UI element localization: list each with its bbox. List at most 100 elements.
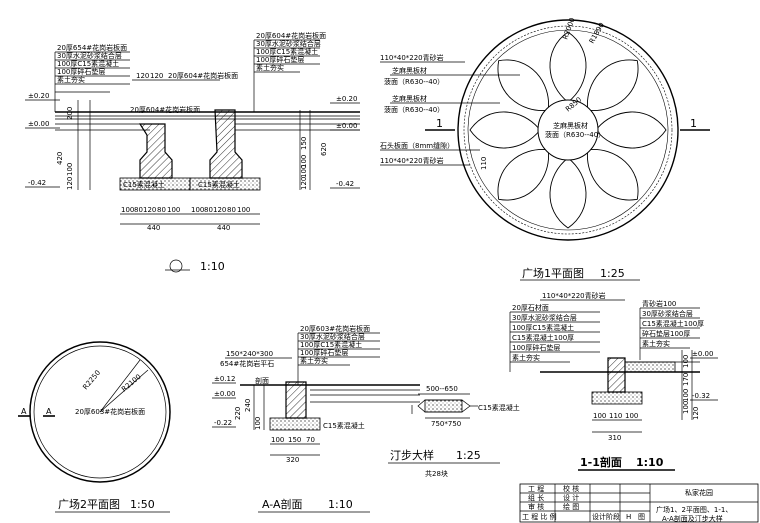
sA-dim-v-2: 220: [234, 407, 242, 420]
stepping-title: 汀步大样: [390, 448, 434, 462]
bdim-10: 100: [237, 206, 250, 214]
dim-right-1: 150: [300, 137, 308, 150]
section-mark-right: 1: [690, 117, 697, 130]
s1-elevations: ±0.00 -0.32 100 170 100 100 120: [681, 350, 718, 420]
s1-top-note: 110*40*220青砂岩: [542, 291, 606, 300]
note-3: 芝麻黑板材: [392, 94, 427, 103]
bdim-5: 100: [167, 206, 180, 214]
s1-callouts-right: 青砂岩100 30厚砂浆结合层 C15素混凝土100厚 碎石垫层100厚 素土夯…: [639, 299, 704, 360]
sectionA-elevations: ±0.12 ±0.00 -0.22 剖面 240 220 100: [212, 375, 269, 430]
section-a-a: 20厚603#花岗岩板面 30厚水泥砂浆结合层 100厚C15素混凝土 100厚…: [212, 324, 420, 513]
stepping-scale: 1:25: [456, 449, 481, 462]
section-cut-1: 1 1: [425, 117, 710, 131]
sA-base-label: C15素混凝土: [323, 421, 365, 430]
layer-right-5: 素土夯实: [256, 63, 284, 72]
plan1-callouts: 110*40*220青砂岩 芝麻黑板材 菠面（R630--40） 芝麻黑板材 菠…: [380, 53, 520, 170]
s1-left-2: 30厚水泥砂浆结合层: [512, 313, 577, 322]
plan1-title: 广场1平面图: [522, 266, 584, 280]
bdim-6: 100: [191, 206, 204, 214]
s1-dim-v-1: 100: [682, 355, 690, 368]
tb-drawing-name-1: 广场1、2平面图、1-1、: [656, 505, 732, 514]
sA-elev-3: -0.22: [214, 419, 232, 427]
base-label-left: C15素混凝土: [123, 180, 165, 189]
flower-petal: [549, 31, 587, 103]
s1-elev-1: ±0.00: [692, 350, 713, 358]
layer-callouts-left: 20厚654#花岗岩板面 30厚水泥砂浆结合层 100厚C15素混凝土 100厚…: [54, 43, 130, 112]
detail-symbol: 1:10: [165, 259, 225, 273]
layer-right-1: 20厚604#花岗岩板面: [256, 31, 326, 40]
plan2-section-mark-1: A: [21, 407, 27, 416]
layer-left-5: 素土夯实: [57, 75, 85, 84]
flower-petals: [469, 31, 667, 229]
sectionA-callouts: 20厚603#花岗岩板面 30厚水泥砂浆结合层 100厚C15素混凝土 100厚…: [220, 324, 380, 385]
elev-right-1: ±0.20: [336, 95, 357, 103]
note-1: 芝麻黑板材: [392, 66, 427, 75]
radius-ring: R1890: [588, 21, 606, 45]
elev-right-2: ±0.00: [336, 122, 357, 130]
plan2-r2: R2100: [120, 373, 143, 394]
elev-left-3: -0.42: [28, 179, 46, 187]
s1-width: 310: [608, 434, 621, 442]
sA-dim-h-1: 100: [271, 436, 284, 444]
sA-side-note: 剖面: [255, 376, 269, 385]
dim-left-1: 200: [66, 107, 74, 120]
sA-dim-h-2: 150: [288, 436, 301, 444]
sA-dim-v-3: 100: [254, 417, 262, 430]
tb-r4-c4: 图: [638, 513, 645, 521]
bdim-4: 80: [157, 206, 166, 214]
flower-petal: [497, 59, 549, 111]
tb-r2-c1: 组 长: [528, 493, 544, 502]
sA-dim-h-3: 70: [306, 436, 315, 444]
tb-r3-c1: 审 核: [528, 502, 544, 511]
plan2-section-mark-2: A: [46, 407, 52, 416]
flower-petal: [549, 157, 587, 229]
curb-top-note: 20厚604#花岗岩板面: [168, 71, 238, 80]
paving-label-2: 110*40*220青砂岩: [380, 156, 444, 165]
s1-left-5: 100厚碎石垫层: [512, 343, 560, 352]
s1-left-4: C15素混凝土100厚: [512, 333, 574, 342]
curb-top-note-2: 20厚604#花岗岩板面: [130, 105, 200, 114]
tb-r1-c1: 工 程: [528, 484, 544, 493]
tb-drawing-name-2: A-A剖面及汀步大样: [662, 514, 723, 523]
dim-right-3: 620: [320, 143, 328, 156]
sectionA-title: A-A剖面: [262, 497, 303, 511]
flower-petal: [497, 149, 549, 201]
elev-right-3: -0.42: [336, 180, 354, 188]
step-gap: 500--650: [426, 385, 458, 393]
curb-note: 654#花岗岩平石: [220, 359, 274, 368]
section-1-1: 110*40*220青砂岩 20厚石材面 30厚水泥砂浆结合层 100厚C15素…: [509, 291, 718, 471]
s1-callouts-left: 20厚石材面 30厚水泥砂浆结合层 100厚C15素混凝土 C15素混凝土100…: [509, 303, 600, 372]
bottom-dimensions: 100 80 120 80 100 100 80 120 80 100 440 …: [120, 206, 260, 232]
detail1-scale: 1:10: [200, 260, 225, 273]
note-4: 菠面（R630--40）: [384, 105, 444, 114]
title-block: 工 程 校 核 组 长 设 计 审 核 绘 图 工 程 比 例 设计阶段 H 图…: [519, 483, 759, 523]
step-size: 750*750: [431, 420, 461, 428]
s1-dim-v-4: 100: [682, 401, 690, 414]
plaza-2-plan: R2250 R2100 20厚603#花岗岩板面 A A 广场2平面图 1:50: [18, 341, 171, 513]
plan1-scale: 1:25: [600, 267, 625, 280]
bdim-7: 80: [204, 206, 213, 214]
s1-dim-h-3: 100: [625, 412, 638, 420]
flower-petal: [469, 111, 541, 149]
s1-right-2: 30厚砂浆结合层: [642, 309, 693, 318]
s1-dim-h-2: 110: [609, 412, 622, 420]
paving-layers: [55, 111, 360, 131]
elev-left-1: ±0.20: [28, 92, 49, 100]
sA-width: 320: [286, 456, 299, 464]
sA-layer-4: 100厚碎石垫层: [300, 348, 348, 357]
sA-elev-2: ±0.00: [214, 390, 235, 398]
top-dim-1: 120: [136, 72, 149, 80]
dim-left-2: 420: [56, 152, 64, 165]
dim-left-3: 100: [66, 163, 74, 176]
layer-left-2: 30厚水泥砂浆结合层: [57, 51, 122, 60]
step-material: C15素混凝土: [478, 403, 520, 412]
s1-right-5: 素土夯实: [642, 339, 670, 348]
curb-size: 150*240*300: [226, 350, 273, 358]
section-mark-left: 1: [436, 117, 443, 130]
s1-dim-v-2: 170: [682, 373, 690, 386]
s1-left-1: 20厚石材面: [512, 303, 549, 312]
plan2-label: 20厚603#花岗岩板面: [75, 407, 145, 416]
sectionA-h-dims: 100 150 70 320: [270, 436, 320, 464]
detail-section-1: 20厚654#花岗岩板面 30厚水泥砂浆结合层 100厚C15素混凝土 100厚…: [25, 31, 360, 273]
